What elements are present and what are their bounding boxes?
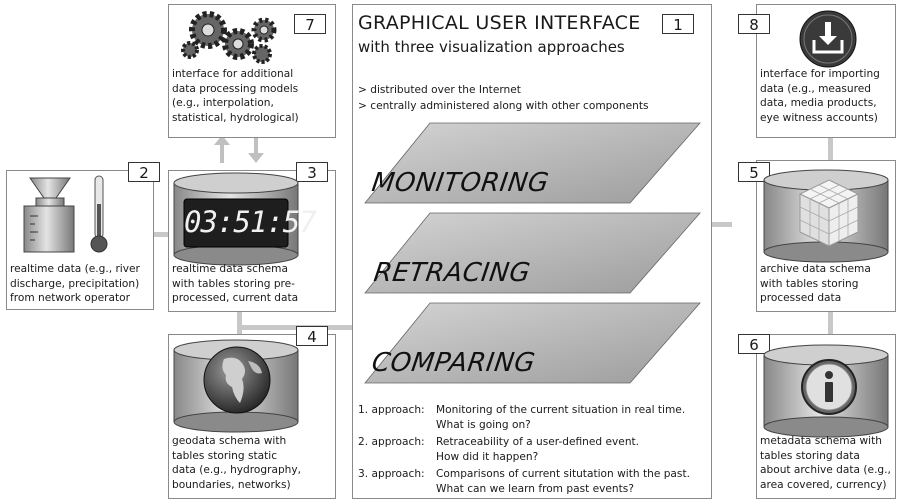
box-number-6: 6 xyxy=(738,334,770,354)
import-icon xyxy=(799,10,857,68)
plane-retracing xyxy=(364,212,701,294)
visualization-planes xyxy=(364,122,701,384)
data-cube-icon xyxy=(798,179,860,247)
gui-bullet-2: > centrally administered along with othe… xyxy=(358,100,649,112)
box-4-line-2: tables storing static xyxy=(172,449,278,462)
box-7-line-4: statistical, hydrological) xyxy=(172,111,299,124)
box-3-line-1: realtime data schema xyxy=(172,263,288,275)
plane-label-retracing: RETRACING xyxy=(371,258,533,288)
box-number-8: 8 xyxy=(738,14,770,34)
box-5-line-1: archive data schema xyxy=(760,263,871,275)
box-2-line-1: realtime data (e.g., river xyxy=(10,263,140,275)
box-6-line-2: tables storing data xyxy=(760,449,860,462)
approach-2-text: Retraceability of a user-defined event. xyxy=(436,436,640,448)
globe-icon xyxy=(203,346,271,414)
approach-3-question: What can we learn from past events? xyxy=(436,483,634,495)
box-5-line-2: with tables storing xyxy=(760,277,859,290)
approach-1-question: What is going on? xyxy=(436,419,531,431)
connector-5-6 xyxy=(828,312,833,334)
connector-gui-5 xyxy=(712,222,732,227)
gears-icon xyxy=(181,11,277,64)
box-number-3: 3 xyxy=(296,162,328,182)
approach-1-label: 1. approach: xyxy=(358,404,425,416)
database-cylinder-3 xyxy=(173,172,299,266)
box-7-line-2: data processing models xyxy=(172,82,299,95)
box-4-line-1: geodata schema with xyxy=(172,435,287,447)
box-8-line-3: data, media products, xyxy=(760,97,877,109)
box-8-line-1: interface for importing xyxy=(760,68,880,80)
plane-comparing xyxy=(364,302,701,384)
box-number-7: 7 xyxy=(294,14,326,34)
box-6-line-4: area covered, currency) xyxy=(760,478,887,491)
gui-bullet-1: > distributed over the Internet xyxy=(358,84,521,96)
box-4-line-3: data (e.g., hydrography, xyxy=(172,464,302,476)
approach-2-label: 2. approach: xyxy=(358,436,425,448)
gui-subtitle: with three visualization approaches xyxy=(358,38,625,56)
plane-monitoring xyxy=(364,122,701,204)
box-6-line-1: metadata schema with xyxy=(760,435,882,447)
connector-2-3 xyxy=(152,232,172,237)
info-icon xyxy=(801,359,857,415)
box-3-line-2: with tables storing pre- xyxy=(172,277,296,290)
rain-gauge-icon xyxy=(23,177,75,253)
box-6-line-3: about archive data (e.g., xyxy=(760,464,891,476)
box-8-line-2: data (e.g., measured xyxy=(760,82,872,95)
approach-2-question: How did it happen? xyxy=(436,451,539,463)
box-number-4: 4 xyxy=(296,326,328,346)
box-2-line-2: discharge, precipitation) xyxy=(10,277,140,290)
box-3-line-3: processed, current data xyxy=(172,292,299,304)
box-7-line-1: interface for additional xyxy=(172,68,294,80)
gui-title: GRAPHICAL USER INTERFACE xyxy=(358,12,641,34)
approach-3-text: Comparisons of current situtation with t… xyxy=(436,468,690,480)
box-number-1: 1 xyxy=(662,14,694,34)
box-2-line-3: from network operator xyxy=(10,292,130,304)
box-5-line-3: processed data xyxy=(760,292,842,304)
plane-label-comparing: COMPARING xyxy=(369,348,538,378)
thermometer-icon xyxy=(90,175,108,253)
connector-8-5 xyxy=(828,138,833,160)
box-7-line-3: (e.g., interpolation, xyxy=(172,97,274,109)
box-4-line-4: boundaries, networks) xyxy=(172,478,291,491)
clock-display: 03:51:57 xyxy=(184,205,317,239)
plane-label-monitoring: MONITORING xyxy=(369,168,551,198)
arrows-7-3 xyxy=(214,135,264,163)
connector-3-4 xyxy=(237,312,242,334)
box-number-5: 5 xyxy=(738,162,770,182)
approach-1-text: Monitoring of the current situation in r… xyxy=(436,404,686,416)
box-8-line-4: eye witness accounts) xyxy=(760,111,878,124)
box-number-2: 2 xyxy=(128,162,160,182)
approach-3-label: 3. approach: xyxy=(358,468,425,480)
